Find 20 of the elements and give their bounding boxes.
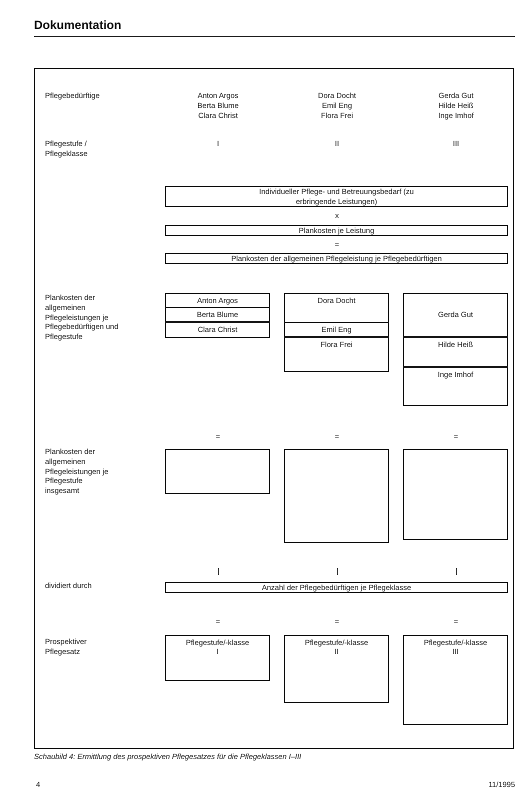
process-box [403,337,508,367]
process-box [165,582,508,593]
process-box [403,635,508,725]
process-box [284,337,389,372]
empty-box [165,449,270,494]
process-box [403,367,508,406]
process-box [165,322,270,338]
process-box [165,307,270,322]
process-box [284,635,389,703]
process-box [284,322,389,337]
process-box [165,186,508,207]
process-box [165,293,270,308]
process-box [403,293,508,337]
page-title: Dokumentation [34,18,122,32]
process-box [165,253,508,264]
empty-box [403,449,508,540]
empty-box [284,449,389,543]
process-box [284,293,389,323]
process-box [165,635,270,681]
process-box [165,225,508,236]
